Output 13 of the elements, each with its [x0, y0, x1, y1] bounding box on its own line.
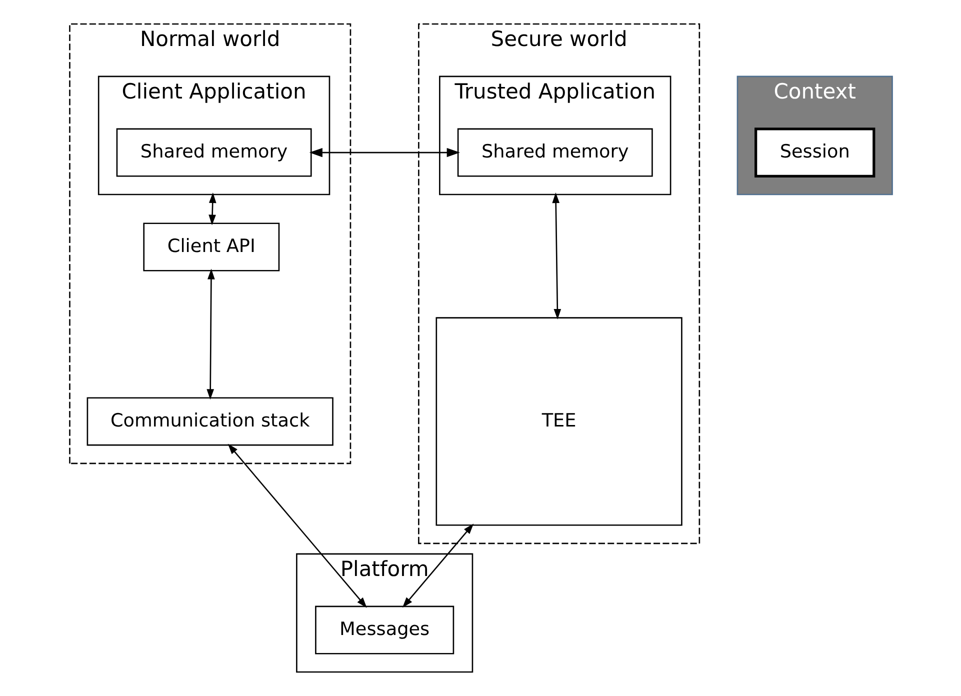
node-box: Shared memory [456, 128, 652, 177]
arrow [208, 192, 216, 226]
node-box: Messages [314, 606, 454, 654]
arrow [402, 524, 474, 608]
arrow [206, 268, 214, 400]
node-box: Client API [142, 222, 280, 272]
arrow [552, 192, 561, 320]
node-box: Session [754, 128, 875, 178]
node-box: TEE [435, 317, 682, 526]
node-box: Shared memory [116, 128, 312, 177]
arrow [227, 444, 366, 608]
node-box: Communication stack [86, 397, 333, 446]
arrow [308, 148, 460, 158]
